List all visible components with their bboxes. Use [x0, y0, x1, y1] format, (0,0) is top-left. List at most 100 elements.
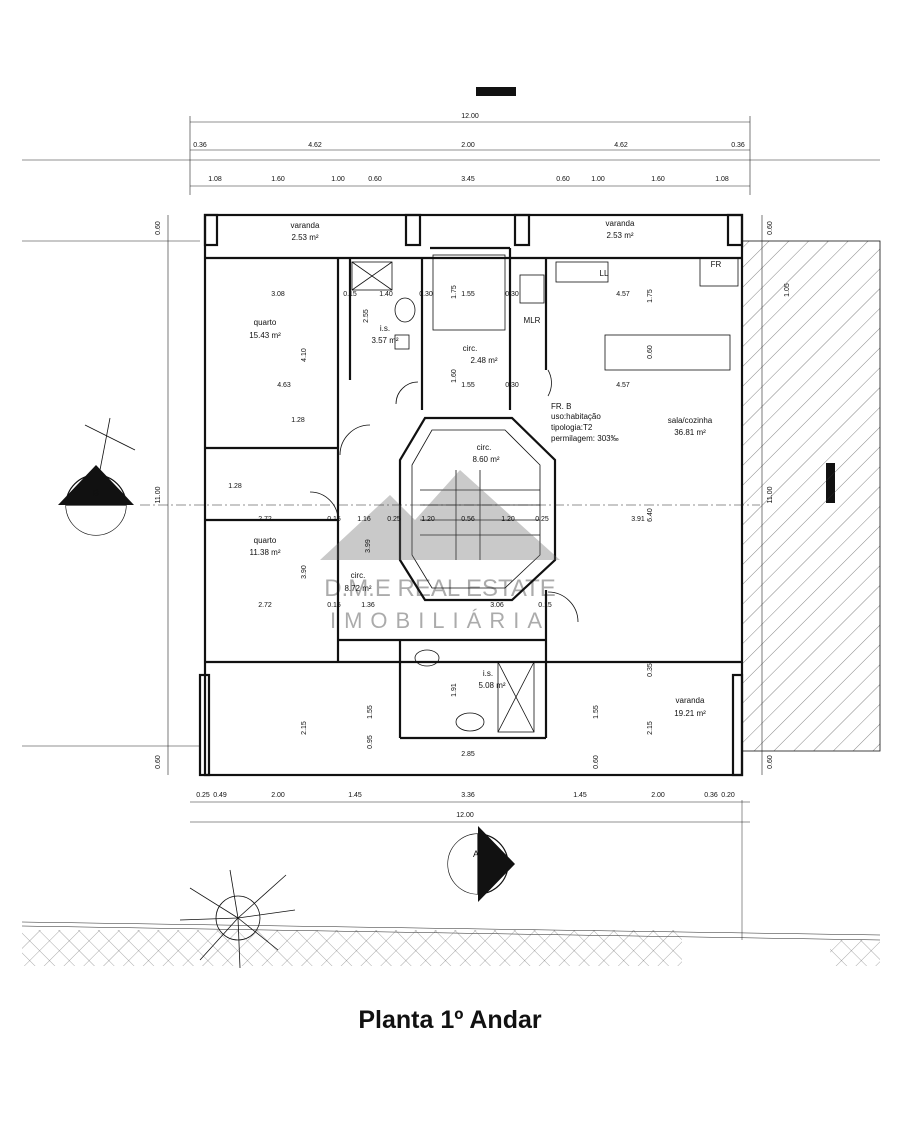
dim-bot-5: 3.36 [461, 792, 475, 799]
dim-int: 1.55 [461, 382, 475, 389]
dim-top2-7: 1.00 [591, 176, 605, 183]
dim-int: 3.08 [271, 291, 285, 298]
dim-int: 1.20 [421, 516, 435, 523]
dim-int: 1.91 [451, 683, 458, 697]
dimension-lines [167, 116, 763, 823]
watermark: D.M.E REAL ESTATE IMOBILIÁRIA [320, 470, 560, 633]
dim-bottom-total: 12.00 [456, 812, 474, 819]
fixtures [351, 254, 739, 733]
dim-int: 0.60 [593, 755, 600, 769]
dim-int: 4.57 [616, 382, 630, 389]
dim-int: 1.28 [291, 417, 305, 424]
room-ll: LL [600, 269, 609, 278]
section-marker-a-label: A [473, 849, 479, 859]
dim-top2-1: 1.08 [208, 176, 222, 183]
dim-int: 4.63 [277, 382, 291, 389]
dim-bot-7: 2.00 [651, 792, 665, 799]
dim-right-2: 11.00 [767, 486, 774, 503]
dim-right-3: 0.60 [767, 755, 774, 769]
dim-int: 0.30 [505, 382, 519, 389]
dim-int: 0.35 [647, 663, 654, 677]
dim-top-total: 12.00 [461, 113, 479, 120]
dim-top-4: 4.62 [614, 142, 628, 149]
room-varanda-tl-area: 2.53 m² [291, 233, 318, 242]
dim-int: 2.55 [363, 309, 370, 323]
dim-top-5: 0.36 [731, 142, 745, 149]
dim-top2-2: 1.60 [271, 176, 285, 183]
neighbour-plot-hatch [741, 240, 881, 752]
dim-int: 0.15 [327, 516, 341, 523]
dim-int: 0.25 [387, 516, 401, 523]
dim-int: 1.20 [501, 516, 515, 523]
room-circ1-name: circ. [463, 344, 478, 353]
dim-int: 2.72 [258, 602, 272, 609]
dim-left-1: 0.60 [155, 221, 162, 235]
outer-walls [198, 213, 744, 777]
dim-int: 0.30 [419, 291, 433, 298]
dim-int: 1.05 [784, 283, 791, 297]
room-quarto2-area: 11.38 m² [250, 548, 281, 557]
interior-walls [205, 246, 742, 740]
room-circ3-name: circ. [351, 571, 366, 580]
dim-int: 6.40 [647, 508, 654, 522]
dim-int: 1.55 [461, 291, 475, 298]
garden-hatch [22, 930, 682, 966]
room-varanda-bottom-area: 19.21 m² [674, 709, 706, 718]
dim-int: 1.36 [361, 602, 375, 609]
room-is2-area: 5.08 m² [478, 681, 505, 690]
dim-bot-4: 1.45 [348, 792, 362, 799]
room-varanda-tr-name: varanda [606, 219, 635, 228]
top-marker [476, 87, 516, 96]
dim-int: 0.15 [538, 602, 552, 609]
dim-int: 2.15 [647, 721, 654, 735]
dim-int: 0.25 [535, 516, 549, 523]
dim-int: 4.10 [301, 348, 308, 362]
dim-top2-5: 3.45 [461, 176, 475, 183]
dim-left-2: 11.00 [155, 486, 162, 503]
room-mlr: MLR [524, 316, 541, 325]
fraction-line-1: FR. B [551, 402, 571, 411]
room-quarto1-area: 15.43 m² [249, 331, 281, 340]
dim-right-1: 0.60 [767, 221, 774, 235]
dim-int: 3.90 [301, 565, 308, 579]
dim-bot-2: 0.49 [213, 792, 227, 799]
dim-int: 0.15 [343, 291, 357, 298]
dim-int: 0.30 [505, 291, 519, 298]
dim-bot-3: 2.00 [271, 792, 285, 799]
room-circ2-area: 8.60 m² [472, 455, 499, 464]
dim-int: 0.95 [367, 735, 374, 749]
watermark-line2: IMOBILIÁRIA [330, 608, 550, 633]
dim-top-2: 4.62 [308, 142, 322, 149]
room-sala-area: 36.81 m² [674, 428, 706, 437]
dim-int: 2.85 [461, 751, 475, 758]
dim-top2-8: 1.60 [651, 176, 665, 183]
dim-int: 0.56 [461, 516, 475, 523]
room-fr: FR [711, 260, 722, 269]
dim-bot-1: 0.25 [196, 792, 210, 799]
interior-dimensions: 3.08 0.15 1.40 0.30 1.55 0.30 4.57 4.10 … [228, 283, 791, 769]
palm-tree-icon [179, 869, 296, 969]
room-is2-name: i.s. [483, 669, 493, 678]
dim-int: 2.72 [258, 516, 272, 523]
room-quarto2-name: quarto [254, 536, 277, 545]
dim-int: 1.60 [451, 369, 458, 383]
dim-int: 1.55 [367, 705, 374, 719]
dim-int: 3.06 [490, 602, 504, 609]
dim-int: 1.28 [228, 483, 242, 490]
dim-int: 2.15 [301, 721, 308, 735]
dim-int: 3.99 [365, 539, 372, 553]
dim-int: 0.15 [327, 602, 341, 609]
dim-bot-8: 0.36 [704, 792, 718, 799]
room-varanda-tr-area: 2.53 m² [606, 231, 633, 240]
section-marker-b-label: B [93, 488, 99, 498]
page-title: Planta 1º Andar [358, 1006, 542, 1034]
room-varanda-bottom-name: varanda [676, 696, 705, 705]
dim-top-1: 0.36 [193, 142, 207, 149]
dim-int: 3.91 [631, 516, 645, 523]
door-swings [309, 369, 579, 623]
dim-bot-6: 1.45 [573, 792, 587, 799]
dim-int: 0.60 [647, 345, 654, 359]
dim-int: 1.16 [357, 516, 371, 523]
dim-top2-3: 1.00 [331, 176, 345, 183]
